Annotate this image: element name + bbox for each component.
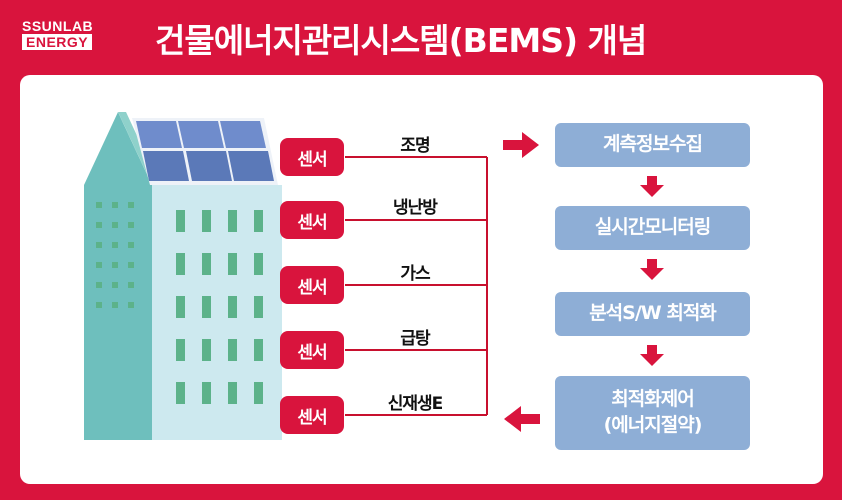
process-step-monitoring: 실시간모니터링: [555, 206, 750, 250]
arrow-down-icon: [640, 176, 664, 197]
logo-line2: ENERGY: [22, 34, 93, 50]
sensor-badge-hvac: 센서: [280, 201, 344, 239]
logo: SSUNLAB ENERGY: [22, 19, 112, 51]
sensor-label-renewable: 신재생E: [387, 394, 444, 414]
sensor-connector-lines: [345, 156, 488, 416]
sensor-label-lighting: 조명: [400, 136, 430, 156]
sensor-label-gas: 가스: [400, 264, 430, 284]
process-step-label: 분석S/W 최적화: [589, 302, 717, 325]
process-step-optimization: 분석S/W 최적화: [555, 292, 750, 336]
sensor-badge-hot-water: 센서: [280, 331, 344, 369]
arrow-down-icon: [640, 259, 664, 280]
process-step-label: 최적화제어: [611, 388, 694, 411]
process-step-label: 계측정보수집: [603, 133, 703, 156]
building-side-windows: [96, 202, 134, 308]
sensor-label-hot-water: 급탕: [400, 329, 430, 349]
arrow-right-icon: [503, 132, 539, 158]
sensor-badge-lighting: 센서: [280, 138, 344, 176]
sensor-badge-gas: 센서: [280, 266, 344, 304]
page-title: 건물에너지관리시스템(BEMS) 개념: [155, 21, 647, 60]
logo-line1: SSUNLAB: [22, 18, 94, 34]
process-step-label: 실시간모니터링: [594, 216, 711, 239]
arrow-left-icon: [504, 406, 540, 432]
process-step-sublabel: (에너지절약): [603, 414, 703, 436]
sensor-label-hvac: 냉난방: [393, 198, 438, 218]
process-step-control: 최적화제어 (에너지절약): [555, 376, 750, 450]
arrow-down-icon: [640, 345, 664, 366]
sensor-badge-renewable: 센서: [280, 396, 344, 434]
building-front-windows: [176, 210, 263, 404]
process-step-data-collection: 계측정보수집: [555, 123, 750, 167]
solar-panel-icon: [132, 118, 278, 185]
